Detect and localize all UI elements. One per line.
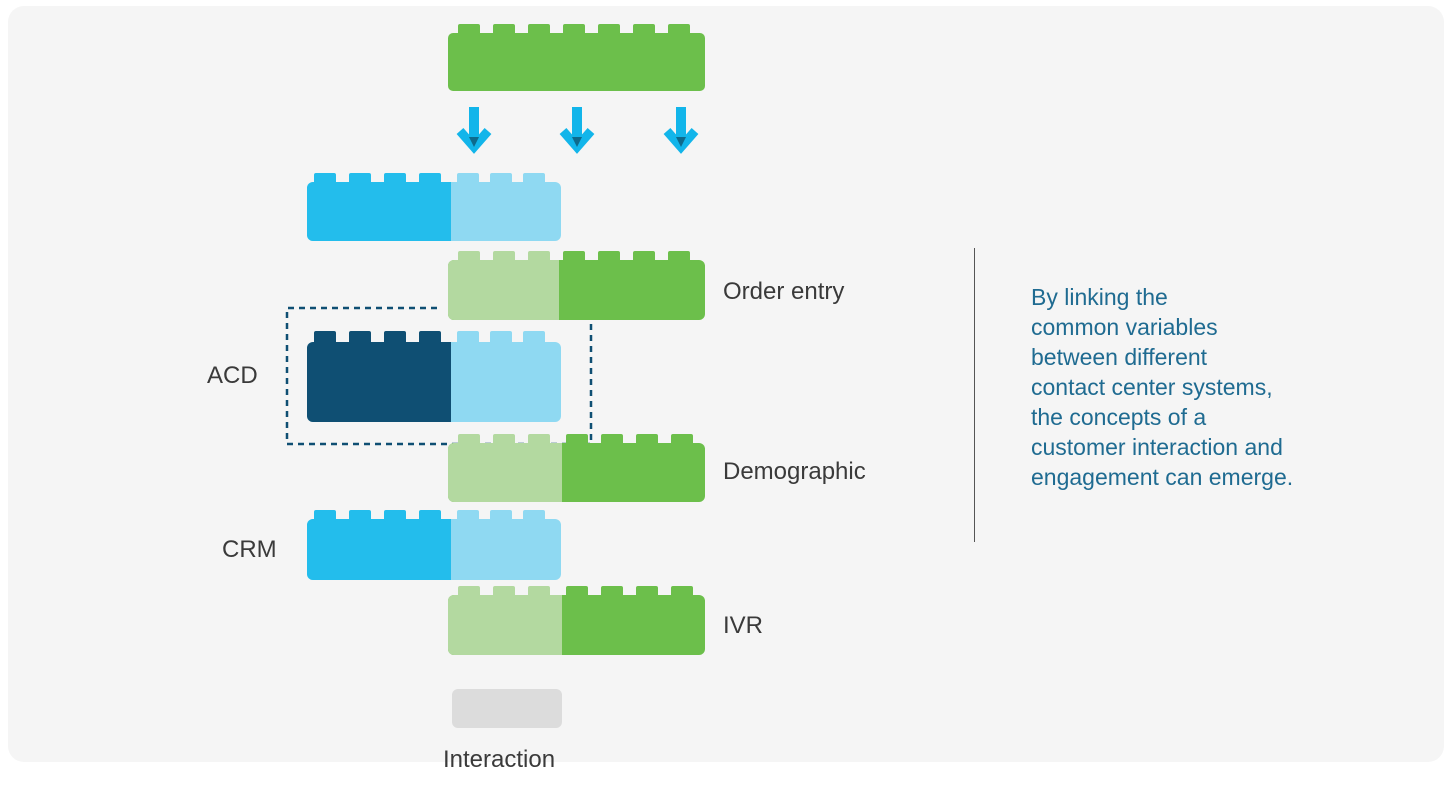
ivr-block <box>448 586 705 655</box>
order-entry-block <box>448 251 705 320</box>
acd-block <box>307 331 561 422</box>
diagram-panel <box>8 6 1444 762</box>
crm-block <box>307 510 561 580</box>
interaction-label: Interaction <box>443 746 556 773</box>
caption-line: contact center systems, <box>1031 374 1273 400</box>
vertical-divider <box>974 248 975 542</box>
demographic-label: Demographic <box>723 458 866 485</box>
caption-line: customer interaction and <box>1031 434 1283 460</box>
order-entry-label: Order entry <box>723 278 845 305</box>
ivr-label: IVR <box>723 612 764 639</box>
demographic-block <box>448 434 705 502</box>
caption-line: common variables <box>1031 314 1218 340</box>
caption-line: By linking the <box>1031 284 1168 310</box>
blue-block-row-1 <box>307 173 561 241</box>
caption-text: By linking the common variables between … <box>1031 282 1411 492</box>
down-arrow-icon <box>663 107 699 154</box>
down-arrow-icon <box>559 107 595 154</box>
caption-line: engagement can emerge. <box>1031 464 1294 490</box>
acd-dashed-outline <box>285 306 593 446</box>
crm-label: CRM <box>222 536 277 563</box>
acd-label: ACD <box>207 362 258 389</box>
interaction-block <box>452 689 562 728</box>
caption-line: the concepts of a <box>1031 404 1207 430</box>
caption-line: between different <box>1031 344 1208 370</box>
down-arrow-icon <box>456 107 492 154</box>
top-data-block <box>448 24 705 91</box>
